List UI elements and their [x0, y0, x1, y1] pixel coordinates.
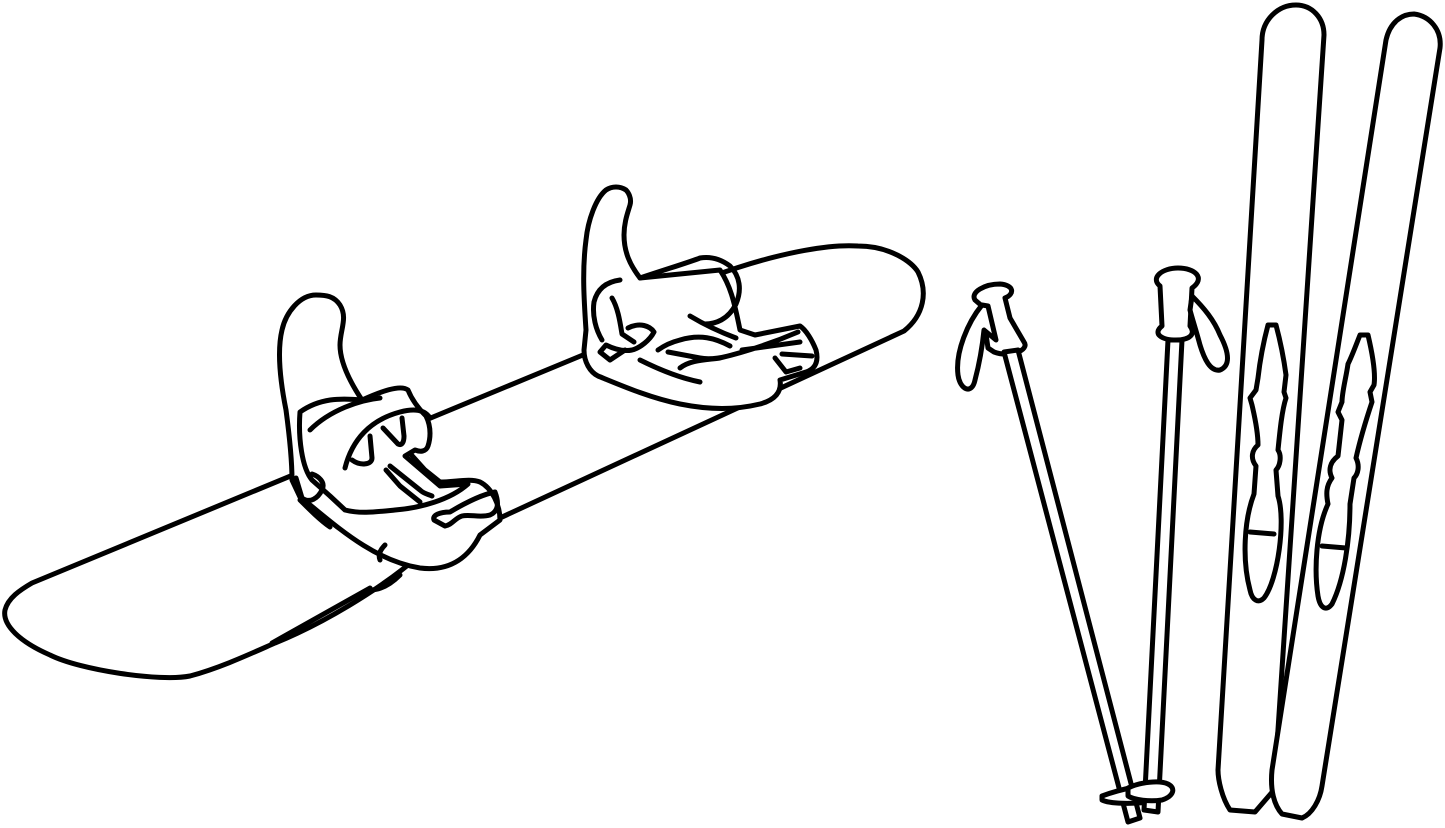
snowboard-edge-line: [269, 585, 373, 646]
front-binding-ankle-strap: [293, 395, 500, 593]
ski-pole-left: [955, 281, 1169, 825]
ski-right: [1269, 11, 1443, 821]
pole-right-basket: [1125, 779, 1176, 804]
ski-left-binding-line: [1247, 529, 1277, 537]
rear-binding-straps: [591, 255, 815, 385]
snowboard-deck: [2, 243, 926, 681]
pole-left-shaft: [1001, 347, 1143, 825]
rear-binding-highback: [581, 184, 820, 411]
pole-right-strap: [1187, 293, 1230, 373]
front-binding-toe-strap: [297, 385, 471, 515]
ski-right-binding: [1313, 332, 1377, 611]
ski-left: [1215, 2, 1327, 815]
ski-pole-right: [1125, 265, 1230, 815]
pole-right-grip-top: [1153, 265, 1201, 343]
pole-left-strap: [955, 302, 999, 392]
pole-right-shaft: [1141, 337, 1185, 815]
ski-right-binding-line: [1319, 543, 1349, 551]
snowboard: [2, 184, 926, 681]
